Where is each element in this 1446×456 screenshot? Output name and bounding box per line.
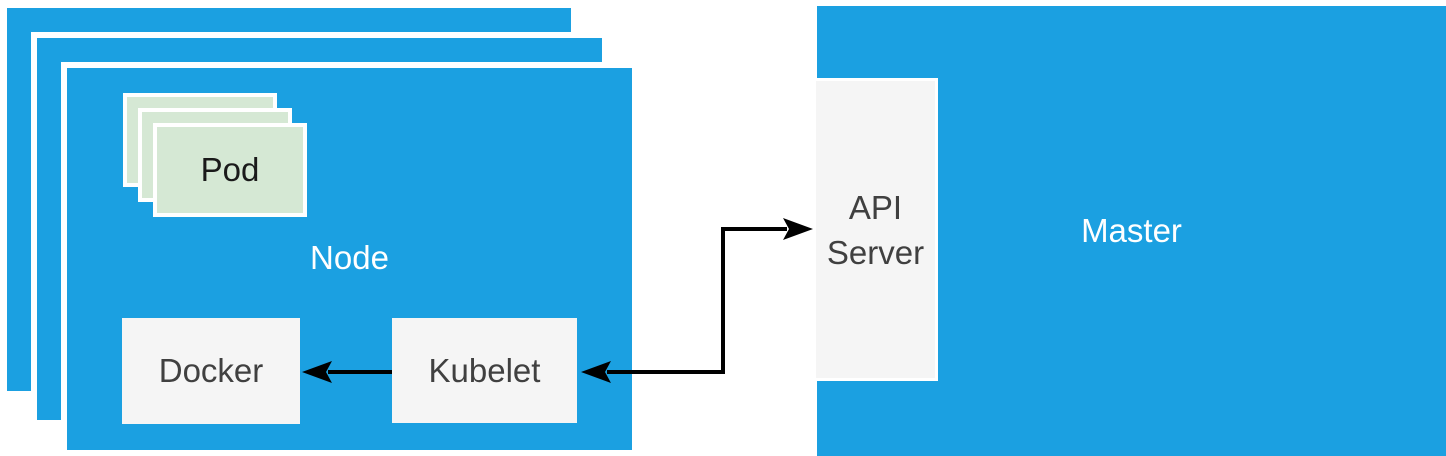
docker-box: Docker (122, 318, 300, 424)
master-label: Master (1081, 212, 1182, 249)
api-server-label: API Server (826, 188, 925, 271)
kubelet-box: Kubelet (392, 318, 577, 423)
node-label: Node (310, 239, 389, 276)
node-box: Pod Node Docker Kubelet (61, 62, 638, 456)
pod-label: Pod (200, 151, 260, 188)
pod-box: Pod (153, 123, 307, 217)
docker-label: Docker (158, 352, 264, 389)
kubelet-label: Kubelet (428, 351, 541, 389)
api-server-box: API Server (813, 78, 938, 381)
